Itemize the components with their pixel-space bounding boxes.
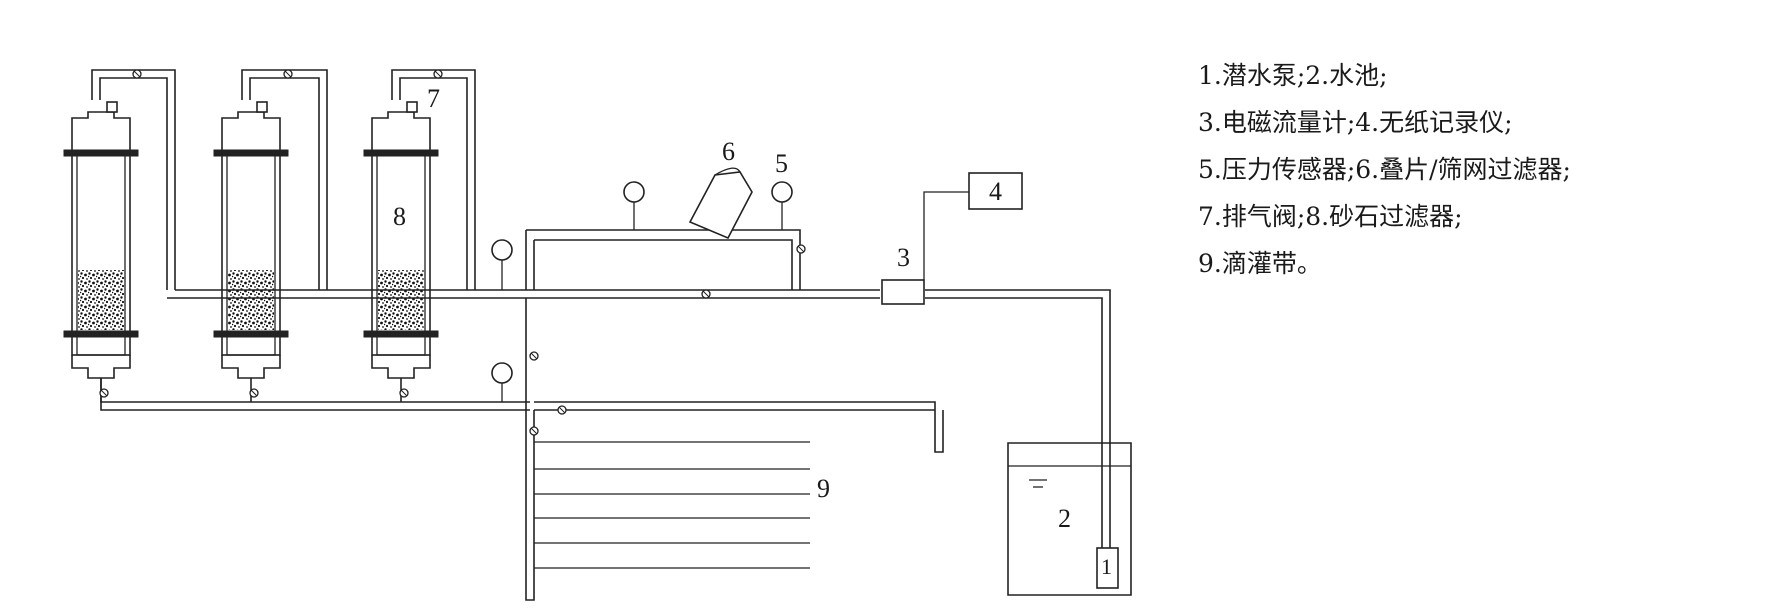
- water-pool: [1007, 442, 1132, 596]
- sand-filter-2: [213, 101, 289, 379]
- top-valve-1: [132, 69, 142, 79]
- label-sand-filter: 8: [393, 202, 406, 231]
- bottom-valve-3: [399, 388, 409, 398]
- label-air-valve: 7: [427, 84, 440, 113]
- label-flowmeter: 3: [897, 243, 910, 272]
- signal-line: [923, 191, 969, 280]
- pressure-sensor-icon: [771, 181, 793, 230]
- main-pipe: [167, 289, 1111, 548]
- recorder-box: [968, 172, 1023, 210]
- pressure-gauge-icon: [491, 362, 513, 402]
- pump-box: [1096, 547, 1119, 589]
- label-disc-filter: 6: [722, 137, 735, 166]
- branch-valve: [557, 405, 567, 415]
- label-drip-tape: 9: [817, 474, 830, 503]
- legend-line: 5.压力传感器;6.叠片/筛网过滤器;: [1198, 155, 1571, 184]
- flowmeter-box: [881, 279, 925, 305]
- bottom-manifold: [100, 378, 530, 411]
- label-pressure-sensor: 5: [775, 149, 788, 178]
- top-loop-pipes: [91, 69, 476, 290]
- disc-filter-icon: [688, 167, 753, 240]
- pressure-gauge-icon: [623, 181, 645, 230]
- label-pool: 2: [1058, 504, 1071, 533]
- legend-line: 1.潜水泵;2.水池;: [1198, 61, 1388, 90]
- legend-line: 3.电磁流量计;4.无纸记录仪;: [1198, 108, 1513, 137]
- main-valve: [701, 289, 711, 299]
- sand-media: [78, 270, 124, 330]
- label-recorder: 4: [989, 177, 1002, 206]
- sand-media: [228, 270, 274, 330]
- top-valve-3: [433, 69, 443, 79]
- bottom-valve-2: [249, 388, 259, 398]
- riser-valve-lower: [529, 426, 539, 436]
- pressure-gauge-icon: [491, 239, 513, 290]
- sand-filter-3: [363, 101, 439, 379]
- sand-filter-1: [63, 101, 139, 379]
- legend-line: 9.滴灌带。: [1198, 249, 1322, 278]
- top-valve-2: [283, 69, 293, 79]
- label-pump: 1: [1101, 554, 1112, 579]
- riser-and-branch: [525, 229, 944, 601]
- sand-media: [378, 270, 424, 330]
- legend-line: 7.排气阀;8.砂石过滤器;: [1198, 202, 1463, 231]
- bottom-valve-1: [99, 388, 109, 398]
- riser-valve: [529, 351, 539, 361]
- drip-tape-lines: [534, 441, 810, 569]
- legend: 1.潜水泵;2.水池; 3.电磁流量计;4.无纸记录仪; 5.压力传感器;6.叠…: [1198, 52, 1571, 287]
- disc-branch-valve: [796, 244, 806, 254]
